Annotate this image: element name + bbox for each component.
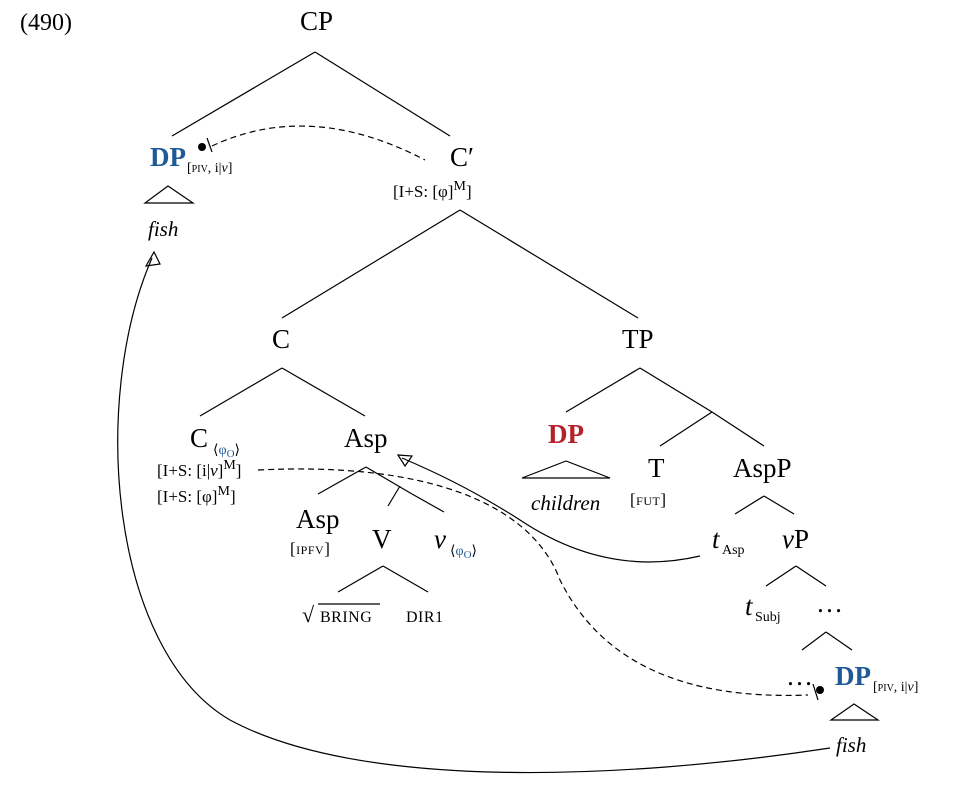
probe-dot-low (816, 686, 824, 694)
edge-dots-left (801, 631, 827, 651)
edge-aspp-vp (763, 495, 795, 515)
dp-top-label: DP (150, 142, 186, 172)
dp-top-subscript: [piv, i|v] (187, 161, 232, 176)
v-small-subscript: ⟨φO⟩ (450, 544, 477, 561)
cbar-label: C′ (450, 142, 474, 172)
tp-label: TP (622, 324, 654, 354)
agree-arc-low (257, 468, 809, 697)
edge-cp-dp (171, 51, 316, 137)
edge-cbar-c (281, 209, 461, 319)
movement-asp-arrow (401, 457, 701, 563)
chead-subscript: ⟨φO⟩ (213, 443, 240, 460)
cp-label: CP (300, 6, 333, 36)
edge-vp-dots (795, 565, 827, 587)
dp-subj-label: DP (548, 419, 584, 449)
edge-asp-asp (317, 466, 367, 495)
dp-subj-triangle (521, 460, 611, 479)
aspp-label: AspP (733, 453, 792, 483)
edge-vp-tsubj (765, 565, 797, 587)
t-asp-label: t (712, 524, 721, 554)
probe-bar-low (812, 683, 819, 701)
cbar-feature: [I+S: [φ]M] (393, 179, 472, 201)
edge-cbar-tp (459, 209, 639, 319)
edge-v-dir (382, 565, 429, 593)
chead-feature-1: [I+S: [i|v]M] (157, 458, 241, 480)
probe-dot-top (198, 143, 206, 151)
dir-label: DIR1 (406, 609, 444, 626)
t-feature: [fut] (630, 490, 667, 509)
edge-dots-right (825, 631, 853, 651)
dp-low-label: DP (835, 661, 871, 691)
edge-vbar-v (387, 485, 401, 507)
dp-subj-word: children (531, 491, 600, 515)
dp-low-subscript: [piv, i|v] (873, 680, 918, 695)
dp-top-triangle (143, 185, 195, 204)
edge-tp-dp (565, 367, 641, 413)
probe-bar-top (206, 137, 213, 153)
root-sqrt: √ (302, 602, 315, 627)
dots-low: … (786, 661, 813, 691)
vp-label: vP (782, 524, 809, 554)
v-big-label: V (372, 524, 392, 554)
dots-mid: … (816, 588, 843, 618)
movement-fish-arrow (117, 257, 831, 774)
t-asp-subscript: Asp (722, 543, 745, 558)
asp-label: Asp (344, 423, 388, 453)
movement-fish-arrowhead (144, 250, 161, 267)
t-label: T (648, 453, 665, 483)
example-number: (490) (20, 10, 72, 36)
chead-label: C (190, 423, 208, 453)
edge-c-chead (199, 367, 283, 417)
asp-low-feature: [ipfv] (290, 539, 330, 558)
c-label: C (272, 324, 290, 354)
edge-cp-cbar (314, 51, 451, 137)
edge-v-root (337, 565, 384, 593)
edge-asp-vbar (365, 466, 413, 495)
movement-asp-arrowhead (396, 454, 414, 468)
edge-c-asp (281, 367, 366, 417)
edge-tp-tbar (639, 367, 713, 413)
dp-low-triangle (829, 703, 880, 721)
agree-arc-top (211, 125, 426, 161)
edge-tbar-t (659, 411, 713, 447)
t-subj-label: t (745, 591, 754, 621)
edge-aspp-tasp (734, 495, 765, 515)
root-word: BRING (320, 609, 372, 626)
dp-top-word: fish (148, 217, 178, 241)
asp-low-label: Asp (296, 504, 340, 534)
chead-feature-2: [I+S: [φ]M] (157, 484, 236, 506)
dp-low-word: fish (836, 733, 866, 757)
t-subj-subscript: Subj (755, 610, 781, 625)
edge-vbar-vsmall (411, 493, 445, 513)
edge-tbar-aspp (711, 411, 765, 447)
v-small-label: v (434, 524, 446, 554)
